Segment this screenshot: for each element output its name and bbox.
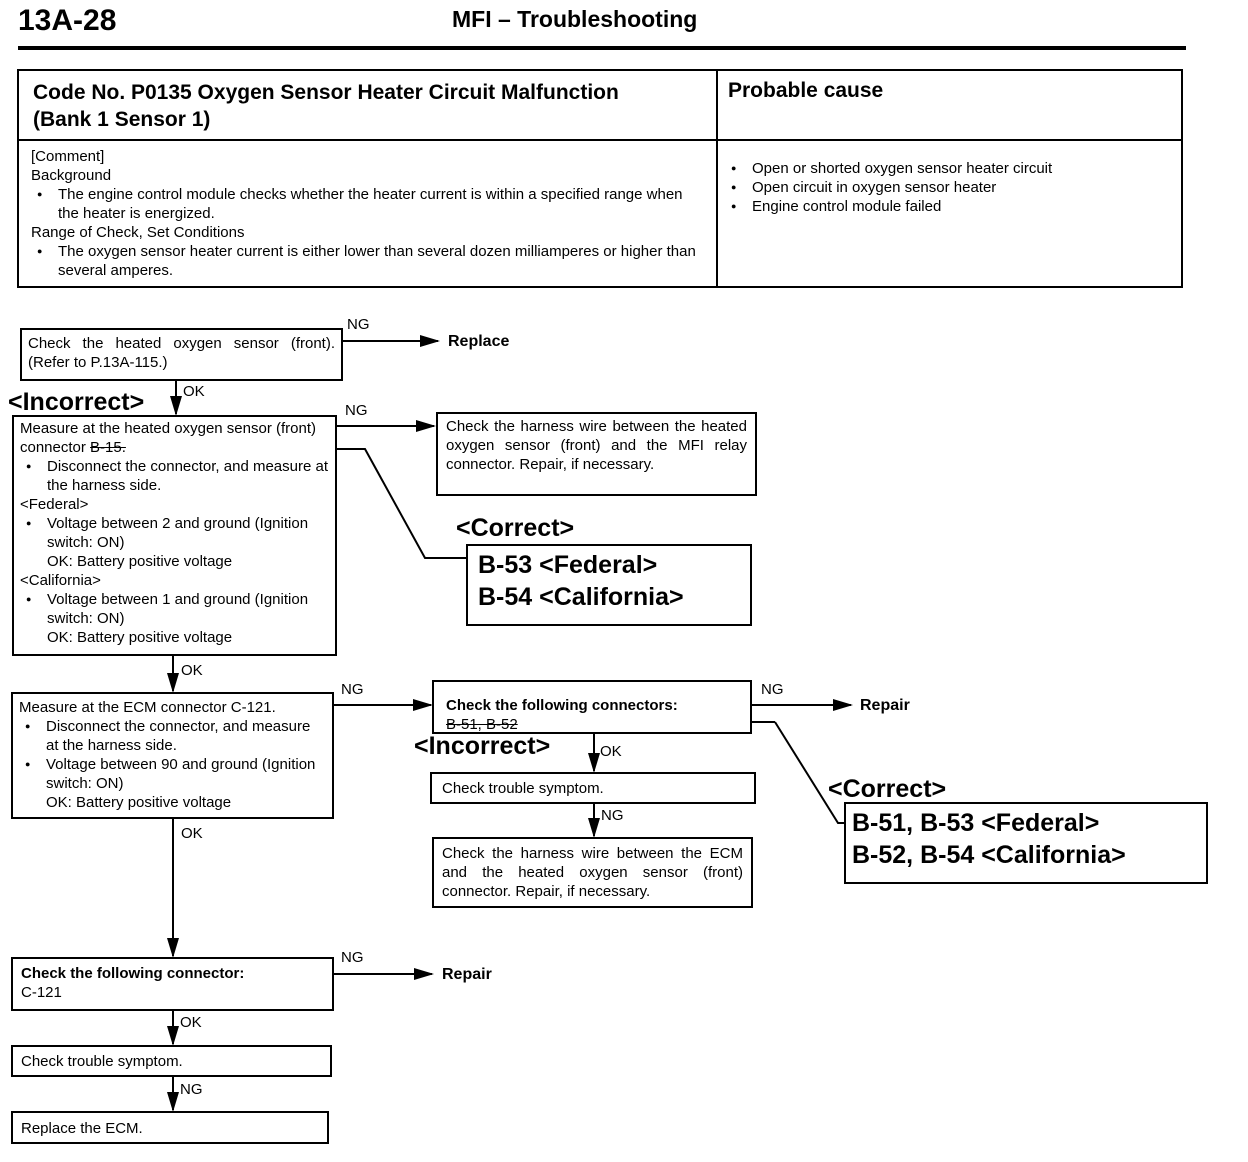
repair-result: Repair (860, 697, 910, 714)
incorrect-note: <Incorrect> (414, 732, 551, 760)
correct-line: B-54 <California> (478, 583, 684, 611)
background-item: The engine control module checks whether… (31, 185, 703, 223)
step4-connector: C-121 (21, 984, 62, 1001)
ng-label: NG (180, 1081, 203, 1098)
step2-ng-box: Check the harness wire between the heate… (436, 412, 757, 496)
causes-list: Open or shorted oxygen sensor heater cir… (725, 159, 1165, 216)
federal-tag: <Federal> (20, 496, 89, 513)
step4-title: Check the following connector: (21, 965, 245, 982)
probable-cause-header: Probable cause (728, 79, 884, 102)
ng-label: NG (341, 949, 364, 966)
cause-item: Open circuit in oxygen sensor heater (725, 178, 1165, 197)
replace-ecm-box: Replace the ECM. (11, 1111, 329, 1144)
ng-label: NG (341, 681, 364, 698)
step3-title: Measure at the ECM connector C-121. (19, 699, 276, 716)
code-table: Code No. P0135 Oxygen Sensor Heater Circ… (17, 69, 1183, 288)
replace-ecm-text: Replace the ECM. (21, 1120, 143, 1137)
table-row-divider (19, 139, 1181, 141)
step3-item: Disconnect the connector, and measure at… (19, 717, 326, 755)
harness-check-text: Check the harness wire between the ECM a… (442, 845, 743, 900)
step3-ng-box: Check the following connectors: B-51, B-… (432, 680, 752, 734)
incorrect-note: <Incorrect> (8, 388, 145, 416)
cause-item: Engine control module failed (725, 197, 1165, 216)
california-ok: OK: Battery positive voltage (47, 629, 233, 646)
step3-box: Measure at the ECM connector C-121. Disc… (11, 692, 334, 819)
comment-label: [Comment] (31, 148, 105, 165)
step3-item: Voltage between 90 and ground (Ignition … (19, 755, 326, 793)
replace-result: Replace (448, 333, 510, 350)
range-item: The oxygen sensor heater current is eith… (31, 242, 703, 280)
federal-ok: OK: Battery positive voltage (47, 553, 233, 570)
step2-connector: B-15. (90, 439, 126, 456)
check-symptom-box: Check trouble symptom. (11, 1045, 332, 1077)
step3-ng-connector: B-51, B-52 (446, 716, 518, 733)
step1-box: Check the heated oxygen sensor (front). … (20, 328, 343, 381)
correct-line: B-52, B-54 <California> (852, 841, 1126, 869)
ng-label: NG (761, 681, 784, 698)
federal-item: Voltage between 2 and ground (Ignition s… (20, 514, 329, 552)
ok-label: OK (183, 383, 205, 400)
repair-result: Repair (442, 966, 492, 983)
check-symptom-box: Check trouble symptom. (430, 772, 756, 804)
step2-title: Measure at the heated oxygen sensor (fro… (20, 420, 317, 456)
ok-label: OK (600, 743, 622, 760)
comment-cell: [Comment] Background The engine control … (31, 147, 703, 280)
cause-item: Open or shorted oxygen sensor heater cir… (725, 159, 1165, 178)
background-label: Background (31, 167, 112, 184)
step3-ng-title: Check the following connectors: (446, 697, 678, 714)
california-tag: <California> (20, 572, 101, 589)
ok-label: OK (181, 825, 203, 842)
harness-check-box: Check the harness wire between the ECM a… (432, 837, 753, 908)
ng-label: NG (345, 402, 368, 419)
step4-box: Check the following connector: C-121 (11, 957, 334, 1011)
check-symptom-text: Check trouble symptom. (21, 1053, 183, 1070)
header-rule (18, 46, 1186, 50)
step2-box: Measure at the heated oxygen sensor (fro… (12, 415, 337, 656)
ok-label: OK (180, 1014, 202, 1031)
step1-text: Check the heated oxygen sensor (front). … (28, 335, 335, 371)
step2-ng-text: Check the harness wire between the heate… (446, 418, 747, 473)
correct-line: B-53 <Federal> (478, 551, 658, 579)
check-symptom-text: Check trouble symptom. (442, 780, 604, 797)
ng-label: NG (601, 807, 624, 824)
california-item: Voltage between 1 and ground (Ignition s… (20, 590, 329, 628)
ok-label: OK (181, 662, 203, 679)
correct-line: B-51, B-53 <Federal> (852, 809, 1100, 837)
table-col-divider (716, 71, 718, 286)
range-label: Range of Check, Set Conditions (31, 224, 245, 241)
page-number: 13A-28 (18, 4, 117, 37)
step3-ok: OK: Battery positive voltage (46, 794, 232, 811)
code-title: Code No. P0135 Oxygen Sensor Heater Circ… (33, 81, 619, 131)
correct-connectors-box: B-53 <Federal> B-54 <California> (466, 544, 752, 626)
step2-item: Disconnect the connector, and measure at… (20, 457, 329, 495)
page-title: MFI – Troubleshooting (452, 6, 698, 32)
ng-label: NG (347, 316, 370, 333)
correct-note: <Correct> (456, 514, 575, 542)
correct-note: <Correct> (828, 775, 947, 803)
correct-connectors-box: B-51, B-53 <Federal> B-52, B-54 <Califor… (844, 802, 1208, 884)
